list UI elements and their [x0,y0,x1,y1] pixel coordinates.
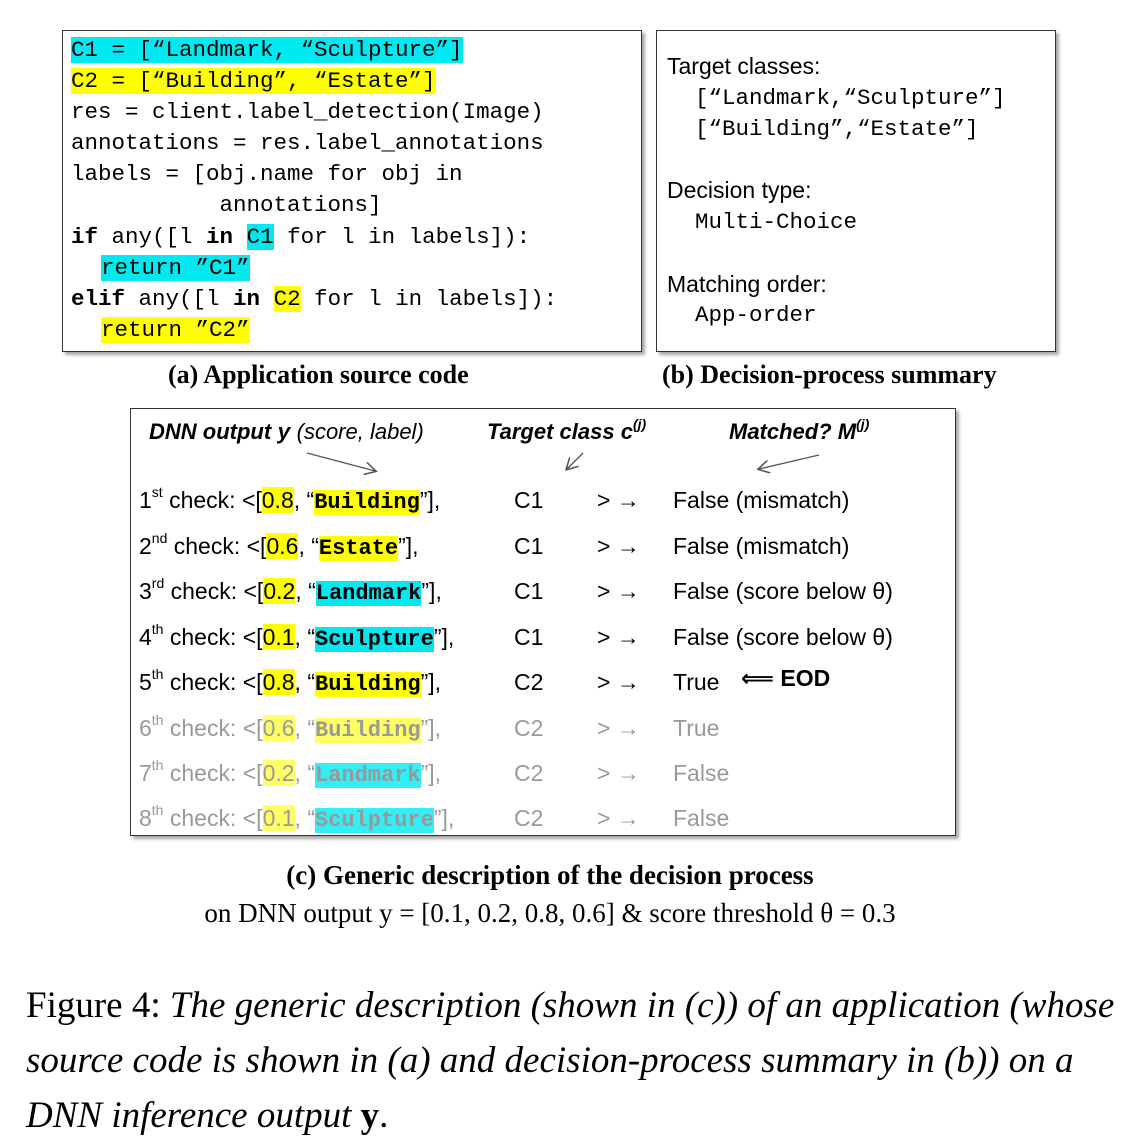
generic-description-panel: DNN output y (score, label) Target class… [130,408,956,836]
match-result: False [673,805,730,831]
arrow-icon [759,454,820,469]
label-value: Estate [318,536,399,561]
target-class-cell: C1 [514,533,544,559]
code-line: annotations] [71,192,382,218]
arrow-icon [306,452,375,471]
check-row: 6th check: <[0.6, “Building”], C2 > → True [131,712,957,755]
target-class-cell: C2 [514,669,544,695]
code-line-return-c1: return ”C1” [101,255,250,281]
check-row: 1st check: <[0.8, “Building”], C1 > → False… [131,484,957,527]
check-row: 3rd check: <[0.2, “Landmark”], C1 > → False… [131,575,957,618]
arrow-cell: > → [597,624,640,650]
code-line: res = client.label_detection(Image) [71,99,544,125]
match-result: False [673,760,730,786]
score-value: 0.6 [266,533,299,559]
header-dnn-output: DNN output y (score, label) [149,419,424,446]
code-line-elif: elif any([l in C2 for l in labels]): [71,286,558,312]
decision-summary-panel: Target classes: [“Landmark,“Sculpture”] … [656,30,1056,352]
arrow-cell: > → [597,578,640,604]
match-result: True [673,669,720,695]
target-classes-label: Target classes: [667,53,821,79]
check-index: 1st check: <[0.8, “Building”], [139,484,441,515]
arrow-icon [567,452,584,469]
label-value: Building [314,490,420,515]
score-value: 0.2 [263,578,296,604]
label-value: Sculpture [315,627,434,652]
check-index: 3rd check: <[0.2, “Landmark”], [139,575,442,606]
score-value: 0.1 [262,624,295,650]
arrow-cell: > → [597,760,640,786]
header-arrows [306,452,820,499]
arrow-cell: > → [597,715,640,741]
check-index: 8th check: <[0.1, “Sculpture”], [139,802,455,833]
label-value: Sculpture [315,808,434,833]
figure-caption: Figure 4: The generic description (shown… [26,985,1115,1136]
caption-b: (b) Decision-process summary [662,360,997,389]
score-value: 0.6 [262,715,295,741]
decision-type-label: Decision type: [667,177,812,203]
check-index: 4th check: <[0.1, “Sculpture”], [139,621,455,652]
target-class-2: [“Building”,“Estate”] [695,116,979,142]
match-result: False (mismatch) [673,533,850,559]
decision-type-value: Multi-Choice [695,209,858,235]
target-class-cell: C2 [514,715,544,741]
arrow-cell: > → [597,533,640,559]
check-row: 5th check: <[0.8, “Building”], C2 > → True [131,666,957,709]
score-value: 0.1 [262,805,295,831]
target-class-cell: C2 [514,805,544,831]
code-line: C1 = [“Landmark, “Sculpture”] [71,37,463,63]
code-line-return-c2: return ”C2” [101,317,250,343]
label-value: Building [315,672,421,697]
arrow-cell: > → [597,805,640,831]
target-class-1: [“Landmark,“Sculpture”] [695,85,1006,111]
arrow-cell: > → [597,669,640,695]
code-line-if: if any([l in C1 for l in labels]): [71,224,531,250]
target-class-cell: C1 [514,487,544,513]
check-row: 7th check: <[0.2, “Landmark”], C2 > → False [131,757,957,800]
match-result: True [673,715,720,741]
check-index: 7th check: <[0.2, “Landmark”], [139,757,442,788]
label-value: Landmark [315,763,421,788]
code-line: C2 = [“Building”, “Estate”] [71,68,436,94]
eod-marker: ⟸ EOD [741,665,831,691]
label-value: Landmark [315,581,422,606]
target-class-cell: C1 [514,578,544,604]
match-result: False (score below θ) [673,578,893,604]
target-class-cell: C2 [514,760,544,786]
match-result: False (mismatch) [673,487,850,513]
caption-c-detail: on DNN output y = [0.1, 0.2, 0.8, 0.6] &… [204,898,896,928]
arrow-cell: > → [597,487,640,513]
label-value: Building [315,718,421,743]
check-row: 2nd check: <[0.6, “Estate”], C1 > → False (… [131,530,957,573]
caption-c: (c) Generic description of the decision … [286,860,814,890]
check-index: 5th check: <[0.8, “Building”], [139,666,442,697]
source-code-panel: C1 = [“Landmark, “Sculpture”] C2 = [“Bui… [62,30,642,352]
score-value: 0.2 [262,760,295,786]
score-value: 0.8 [262,669,295,695]
score-value: 0.8 [261,487,294,513]
check-row: 4th check: <[0.1, “Sculpture”], C1 > → Fals… [131,621,957,664]
code-line: annotations = res.label_annotations [71,130,544,156]
match-result: False (score below θ) [673,624,893,650]
check-index: 6th check: <[0.6, “Building”], [139,712,442,743]
matching-order-label: Matching order: [667,271,827,297]
code-line: labels = [obj.name for obj in [71,161,463,187]
check-index: 2nd check: <[0.6, “Estate”], [139,530,419,561]
check-row: 8th check: <[0.1, “Sculpture”], C2 > → Fals… [131,802,957,845]
target-class-cell: C1 [514,624,544,650]
header-target-class: Target class c(j) [487,416,647,444]
caption-a: (a) Application source code [168,360,469,389]
header-matched: Matched? M(j) [729,416,870,444]
matching-order-value: App-order [695,302,817,328]
